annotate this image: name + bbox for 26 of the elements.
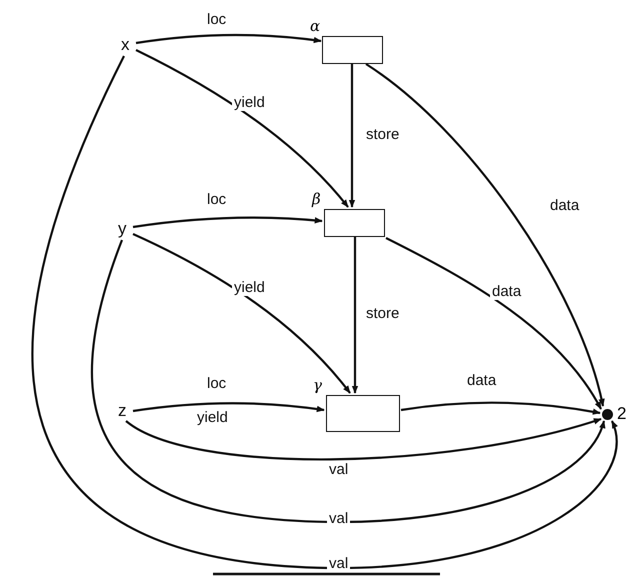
arrow (132, 233, 351, 394)
box-heading: β (312, 191, 321, 207)
edge-label: yield (232, 95, 267, 111)
arrow (386, 237, 602, 410)
annotation-label: yield (195, 410, 230, 426)
arrow (365, 63, 604, 407)
node-caption: 2 (617, 405, 626, 423)
arrow (125, 418, 602, 460)
edge-label: data (490, 284, 524, 300)
arrow (400, 402, 601, 415)
arrow (132, 216, 323, 228)
arrow (348, 64, 356, 208)
arrow (352, 237, 358, 394)
variable-label: x (121, 36, 135, 54)
box-heading: γ (313, 377, 322, 393)
arrow (136, 49, 349, 208)
junction-dot (602, 409, 613, 420)
box-heading: α (310, 18, 320, 34)
variable-label: z (118, 402, 132, 420)
arrow (32, 56, 618, 570)
arrow (90, 240, 606, 524)
edge-label: yield (232, 280, 267, 296)
edge-label: val (327, 556, 350, 572)
arrow (136, 34, 322, 44)
variable-label: y (118, 220, 132, 238)
arrow (132, 402, 325, 412)
